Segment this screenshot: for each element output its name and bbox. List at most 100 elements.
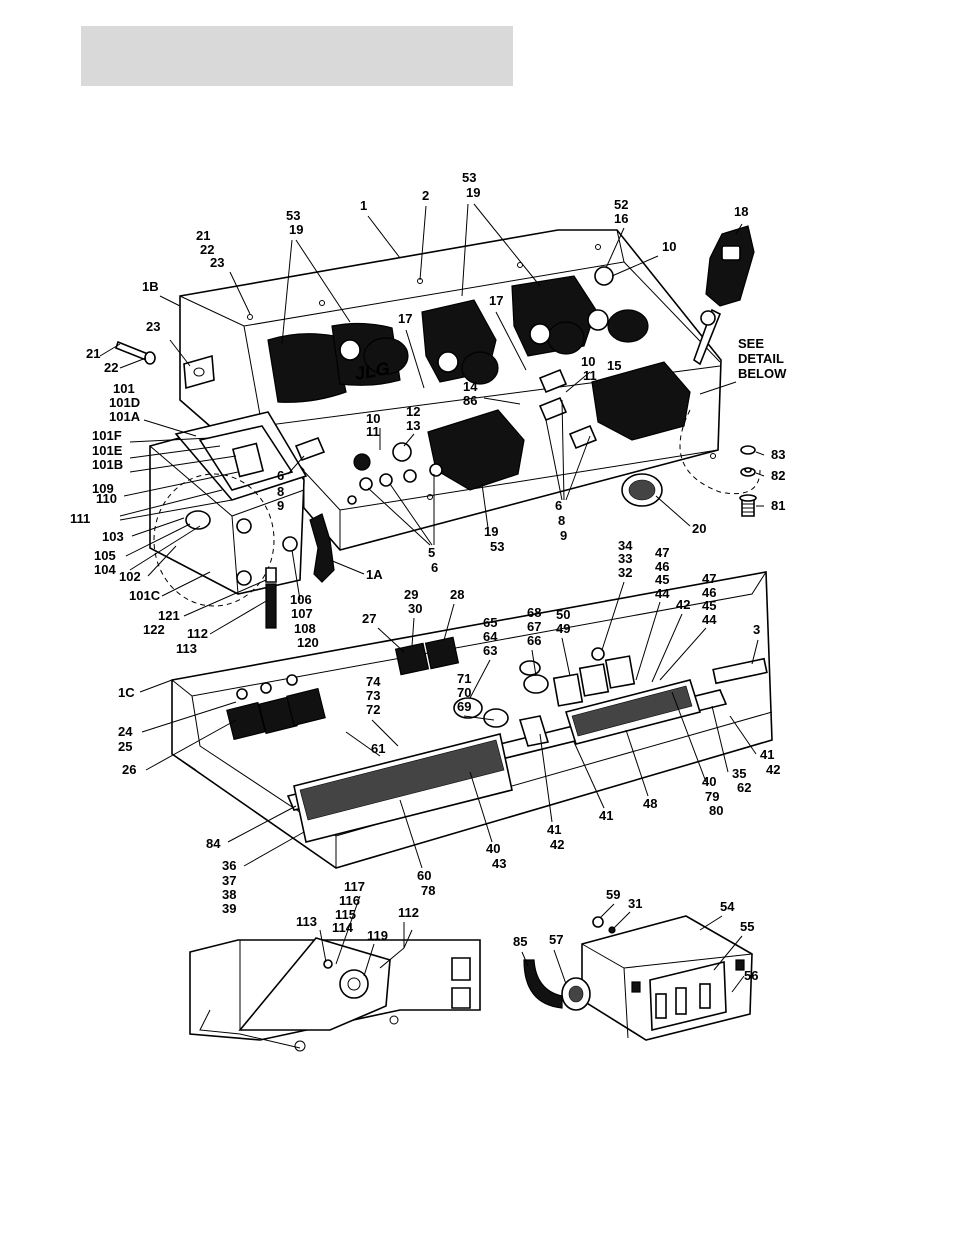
callout-label: 48 bbox=[643, 796, 657, 811]
callout-label: 11 bbox=[366, 424, 380, 439]
callout-label: 101E bbox=[92, 443, 123, 458]
callout-label: 107 bbox=[291, 606, 313, 621]
callout-label: 19 bbox=[466, 185, 480, 200]
connector-20 bbox=[621, 473, 663, 507]
callout-label: 108 bbox=[294, 621, 316, 636]
callout-label: 113 bbox=[296, 914, 317, 929]
callout-label: 74 bbox=[366, 674, 381, 689]
callout-label: 101C bbox=[129, 588, 161, 603]
callout-label: 106 bbox=[290, 592, 312, 607]
callout-label: 41 bbox=[547, 822, 561, 837]
callout-label: 21 bbox=[196, 228, 210, 243]
callout-label: 16 bbox=[614, 211, 628, 226]
callout-label: 19 bbox=[289, 222, 303, 237]
callout-label: 17 bbox=[398, 311, 412, 326]
callout-label: 86 bbox=[463, 393, 477, 408]
callout-label: 19 bbox=[484, 524, 498, 539]
grommets bbox=[453, 647, 605, 728]
callout-label: 80 bbox=[709, 803, 723, 818]
callout-label: 12 bbox=[406, 404, 420, 419]
callout-label: 67 bbox=[527, 619, 541, 634]
callout-label: 25 bbox=[118, 739, 132, 754]
callout-label: 68 bbox=[527, 605, 541, 620]
callout-label: 46 bbox=[655, 559, 669, 574]
callout-label: 44 bbox=[702, 612, 717, 627]
box-detail bbox=[523, 915, 753, 1041]
callout-label: 81 bbox=[771, 498, 785, 513]
callout-label: 60 bbox=[417, 868, 431, 883]
callout-label: 119 bbox=[367, 928, 388, 943]
callout-label: 114 bbox=[332, 920, 354, 935]
callout-label: 14 bbox=[463, 379, 478, 394]
callout-label: 32 bbox=[618, 565, 632, 580]
callout-label: 31 bbox=[628, 896, 642, 911]
side-control-box bbox=[149, 411, 308, 629]
leader-lines bbox=[99, 203, 765, 993]
callout-label: 64 bbox=[483, 629, 498, 644]
callout-label: 1C bbox=[118, 685, 135, 700]
callout-label: 109 bbox=[92, 481, 114, 496]
callout-label: 79 bbox=[705, 789, 719, 804]
callout-label: 122 bbox=[143, 622, 165, 637]
callout-label: 29 bbox=[404, 587, 418, 602]
callout-label: 28 bbox=[450, 587, 464, 602]
callout-label: 46 bbox=[702, 585, 716, 600]
callout-label: 82 bbox=[771, 468, 785, 483]
callout-label: 1A bbox=[366, 567, 383, 582]
callout-label: 45 bbox=[655, 572, 669, 587]
callout-label: 30 bbox=[408, 601, 422, 616]
hardware-stack bbox=[739, 445, 757, 517]
callout-label: 43 bbox=[492, 856, 506, 871]
callout-label: 103 bbox=[102, 529, 124, 544]
callout-label: 101A bbox=[109, 409, 141, 424]
callout-label: 101B bbox=[92, 457, 123, 472]
callout-label: 41 bbox=[599, 808, 613, 823]
callout-label: DETAIL bbox=[738, 351, 784, 366]
callout-label: 61 bbox=[371, 741, 385, 756]
header-bar bbox=[81, 26, 513, 86]
callout-label: 6 bbox=[277, 468, 284, 483]
callout-label: 112 bbox=[187, 626, 208, 641]
callout-label: 13 bbox=[406, 418, 420, 433]
callout-label: 23 bbox=[146, 319, 160, 334]
callout-label: 56 bbox=[744, 968, 758, 983]
callout-label: 27 bbox=[362, 611, 376, 626]
callout-label: 20 bbox=[692, 521, 706, 536]
callout-label: 70 bbox=[457, 685, 471, 700]
callout-label: 42 bbox=[676, 597, 690, 612]
callout-label: 101 bbox=[113, 381, 135, 396]
callout-label: 73 bbox=[366, 688, 380, 703]
callout-label: 15 bbox=[607, 358, 621, 373]
callout-label: 36 bbox=[222, 858, 236, 873]
callout-label: 3 bbox=[753, 622, 760, 637]
joystick-boots bbox=[267, 275, 691, 491]
callout-label: 8 bbox=[277, 484, 284, 499]
callout-label: 85 bbox=[513, 934, 527, 949]
callout-label: 23 bbox=[210, 255, 224, 270]
callout-label: 65 bbox=[483, 615, 497, 630]
callout-label: 26 bbox=[122, 762, 136, 777]
callout-label: 42 bbox=[766, 762, 780, 777]
callout-label: 2 bbox=[422, 188, 429, 203]
callout-label: 35 bbox=[732, 766, 746, 781]
callout-label: 49 bbox=[556, 621, 570, 636]
callout-label: 104 bbox=[94, 562, 116, 577]
callout-label: 72 bbox=[366, 702, 380, 717]
callout-label: 102 bbox=[119, 569, 141, 584]
callout-label: 6 bbox=[555, 498, 562, 513]
callout-label: 66 bbox=[527, 633, 541, 648]
callout-label: 38 bbox=[222, 887, 236, 902]
callout-label: 6 bbox=[431, 560, 438, 575]
callout-label: 101F bbox=[92, 428, 122, 443]
callout-label: 50 bbox=[556, 607, 570, 622]
callout-label: 63 bbox=[483, 643, 497, 658]
callout-label: 47 bbox=[702, 571, 716, 586]
relay-cubes bbox=[552, 655, 636, 707]
callout-label: 9 bbox=[277, 498, 284, 513]
callout-label: 69 bbox=[457, 699, 471, 714]
callout-label: 78 bbox=[421, 883, 435, 898]
callout-label: 116 bbox=[339, 893, 360, 908]
callout-label: 53 bbox=[490, 539, 504, 554]
callout-label: 83 bbox=[771, 447, 785, 462]
